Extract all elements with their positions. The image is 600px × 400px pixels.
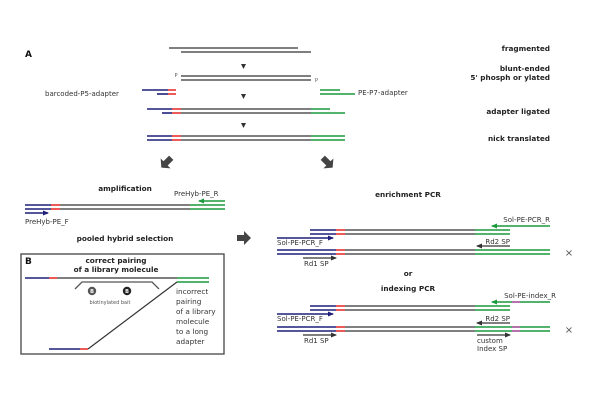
incorrect-pairing-strand (87, 281, 178, 350)
indexing-rd1-label: Rd1 SP (304, 337, 329, 345)
phosphate-marker-left: P (174, 73, 177, 79)
biotin-letter: B (125, 289, 129, 295)
step-fragmented-label: fragmented (502, 44, 550, 53)
incorrect-line: pairing (176, 297, 201, 306)
correct-pairing-title-line1: correct pairing (85, 256, 146, 265)
indexing-pcr-title: indexing PCR (381, 284, 436, 293)
cluster-x-mark: × (565, 325, 573, 336)
amplification-title: amplification (98, 184, 152, 193)
indexing-template-short (310, 305, 510, 311)
or-separator: or (404, 269, 413, 278)
down-arrow-icon (241, 123, 246, 128)
down-arrow-icon (241, 94, 246, 99)
incorrect-line: adapter (176, 337, 205, 346)
blunt-ended-dna (181, 75, 311, 81)
cluster-x-mark: × (565, 248, 573, 259)
indexing-rd2-label: Rd2 SP (485, 315, 510, 323)
arrow-down-left-icon (160, 155, 174, 169)
step-blunt-ended-label: blunt-ended (500, 64, 550, 73)
incorrect-line: of a library (176, 307, 216, 316)
biotin-letter: B (90, 289, 94, 295)
indexing-final-product (277, 326, 550, 332)
indexing-reverse-primer-label: Sol-PE-index_R (504, 292, 556, 300)
pooled-hybrid-selection-title: pooled hybrid selection (77, 234, 174, 243)
incorrect-line: incorrect (176, 287, 208, 296)
step-adapter-ligated-label: adapter ligated (486, 107, 550, 116)
custom-index-label-line2: Index SP (477, 345, 507, 353)
custom-index-label-line1: custom (477, 337, 503, 345)
correct-pairing-title-line2: of a library molecule (74, 265, 159, 274)
enrichment-forward-primer-label: Sol-PE-PCR_F (277, 239, 323, 247)
step-phosphorylated-label: 5' phosph or ylated (470, 73, 550, 82)
down-arrow-icon (241, 64, 246, 69)
incorrect-line: to a long (176, 327, 208, 336)
panel-b-label: B (25, 257, 32, 267)
biotin-icon (87, 286, 97, 296)
panel-a-label: A (25, 50, 32, 60)
indexing-forward-primer-label: Sol-PE-PCR_F (277, 315, 323, 323)
enrichment-rd1-label: Rd1 SP (304, 260, 329, 268)
prehyb-forward-primer-label: PreHyb-PE_F (25, 218, 69, 226)
incorrect-pairing-text: incorrect pairing of a library molecule … (176, 287, 216, 346)
p5-adapter (142, 89, 176, 95)
p7-adapter (320, 89, 355, 95)
enrichment-pcr-title: enrichment PCR (375, 190, 441, 199)
p7-adapter-label: PE-P7-adapter (358, 89, 408, 97)
enrichment-final-product (277, 249, 550, 255)
biotinylated-bait-label: biotinylated bait (90, 300, 131, 306)
incorrect-line: molecule (176, 317, 210, 326)
amplification-dna (25, 204, 225, 210)
fragmented-dna (169, 47, 311, 53)
enrichment-reverse-primer-label: Sol-PE-PCR_R (503, 216, 550, 224)
arrow-right-icon (237, 231, 251, 245)
enrichment-rd2-label: Rd2 SP (485, 238, 510, 246)
prehyb-reverse-primer-label: PreHyb-PE_R (174, 190, 219, 198)
step-nick-translated-label: nick translated (488, 134, 550, 143)
enrichment-template-short (310, 229, 510, 235)
nick-translated-dna (147, 135, 345, 141)
arrow-down-right-icon (320, 155, 334, 169)
phosphate-marker-right: P (315, 78, 318, 84)
adapter-ligated-dna (147, 108, 345, 114)
biotinylated-bait-strand (74, 281, 160, 290)
panel-b-box (20, 253, 225, 355)
biotin-icon (122, 286, 132, 296)
p5-adapter-label: barcoded-P5-adapter (45, 90, 119, 98)
